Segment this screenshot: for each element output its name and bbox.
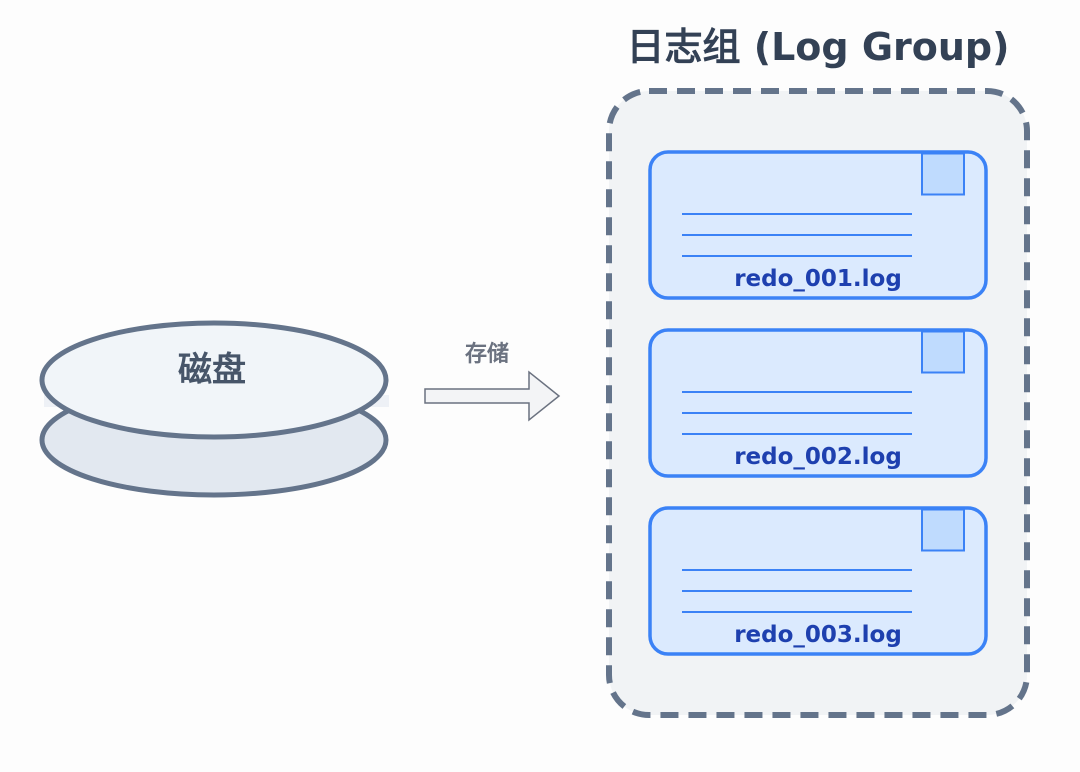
log-file-card[interactable]: redo_002.log (648, 328, 988, 478)
file-name-label: redo_001.log (734, 266, 902, 292)
log-file-card[interactable]: redo_001.log (648, 150, 988, 300)
file-list: redo_001.log redo_002.log redo_003.log (648, 150, 988, 656)
file-card-body (648, 506, 988, 656)
disk: 磁盘 (39, 320, 389, 498)
file-corner-icon (921, 508, 965, 552)
file-corner-icon (921, 330, 965, 374)
arrow-label: 存储 (465, 341, 509, 367)
file-corner-icon (921, 152, 965, 196)
file-name-label: redo_002.log (734, 444, 902, 470)
store-arrow: 存储 (424, 341, 561, 422)
arrow-icon (424, 370, 561, 422)
file-name-label: redo_003.log (734, 622, 902, 648)
disk-label: 磁盘 (178, 350, 246, 390)
log-file-card[interactable]: redo_003.log (648, 506, 988, 656)
file-card-body (648, 150, 988, 300)
group-title: 日志组 (Log Group) (626, 25, 1009, 69)
disk-top-platter (39, 320, 389, 440)
file-card-body (648, 328, 988, 478)
